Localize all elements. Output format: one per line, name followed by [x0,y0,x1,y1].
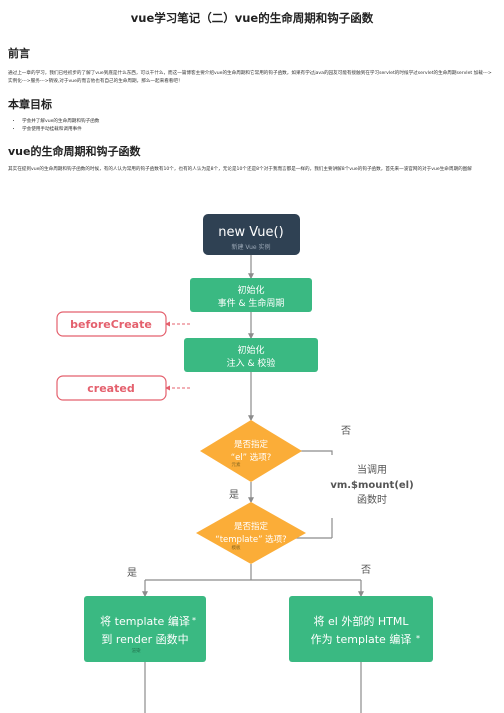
svg-text:created: created [87,382,134,395]
outer-html-node: 将 el 外部的 HTML 作为 template 编译 * [289,596,433,662]
list-item: 学会并了解vue的生命周期和钩子函数 [22,118,99,126]
svg-text:初始化: 初始化 [237,284,264,296]
preface-paragraph: 通过上一章的学习，我们已经初步的了解了vue到底是什么东西，可以干什么，而这一篇… [8,71,492,84]
new-vue-sublabel: 新建 Vue 实例 [231,243,270,251]
compile-template-node: 将 template 编译 到 render 函数中 * 渲染 [84,596,206,662]
section-heading-goals: 本章目标 [8,98,52,111]
yes-label-el: 是 [229,489,239,501]
svg-text:元素: 元素 [232,461,241,468]
svg-text:渲染: 渲染 [132,647,141,654]
svg-text:注入 & 校验: 注入 & 校验 [227,357,276,369]
section-heading-lifecycle: vue的生命周期和钩子函数 [8,145,141,158]
section-heading-preface: 前言 [8,47,30,60]
svg-text:beforeCreate: beforeCreate [70,318,152,331]
new-vue-node: new Vue() 新建 Vue 实例 [203,214,300,255]
no-label-template: 否 [361,564,371,576]
created-hook: created [56,375,167,401]
hook-connectors [165,321,190,391]
svg-text:*: * [192,616,196,625]
svg-text:当调用: 当调用 [357,463,387,476]
svg-text:“el” 选项?: “el” 选项? [231,452,272,463]
decision-template-node: 是否指定 “template” 选项? 模板 [196,502,306,564]
svg-text:*: * [416,634,420,643]
svg-text:将 template 编译: 将 template 编译 [100,614,190,628]
no-label-el: 否 [341,425,351,437]
svg-text:“template” 选项?: “template” 选项? [215,534,286,545]
svg-text:事件 & 生命周期: 事件 & 生命周期 [218,297,285,309]
svg-text:vm.$mount(el): vm.$mount(el) [330,480,413,491]
page-title: vue学习笔记（二）vue的生命周期和钩子函数 [130,11,374,25]
yes-label-template: 是 [127,567,137,579]
before-create-hook: beforeCreate [56,311,167,337]
svg-text:是否指定: 是否指定 [234,521,269,532]
decision-el-node: 是否指定 “el” 选项? 元素 [200,420,302,482]
init-injections-node: 初始化 注入 & 校验 [184,338,318,372]
list-item: 学会使用手动挂载和调用事件 [22,126,99,134]
new-vue-label: new Vue() [218,225,283,240]
svg-text:将 el 外部的 HTML: 将 el 外部的 HTML [314,614,410,628]
lifecycle-diagram: new Vue() 新建 Vue 实例 初始化 事件 & 生命周期 before… [56,214,433,713]
mount-call-label: 当调用 vm.$mount(el) 函数时 [326,455,426,515]
svg-text:作为 template 编译: 作为 template 编译 [311,632,412,646]
goals-list: 学会并了解vue的生命周期和钩子函数 学会使用手动挂载和调用事件 [8,118,99,134]
svg-text:初始化: 初始化 [237,344,264,356]
flow-connectors [142,255,364,713]
svg-text:是否指定: 是否指定 [234,439,269,450]
init-events-node: 初始化 事件 & 生命周期 [190,278,312,312]
svg-text:模板: 模板 [232,544,241,551]
lifecycle-paragraph: 其实在提到vue的生命周期和钩子函数的时候，有的人认为常用的钩子函数有10个，也… [8,167,472,172]
svg-text:函数时: 函数时 [357,493,387,506]
svg-text:到 render 函数中: 到 render 函数中 [101,633,188,646]
